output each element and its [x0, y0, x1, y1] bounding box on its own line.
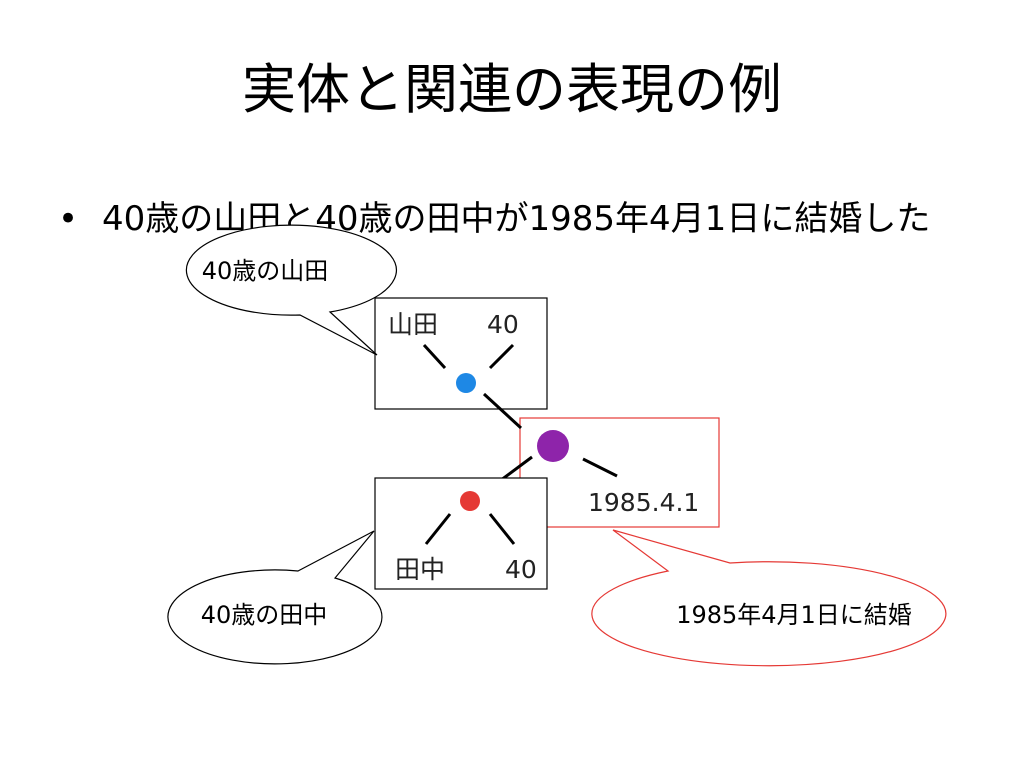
entity-node-tanaka: [460, 491, 480, 511]
callout-yamada-bubble: [185, 224, 397, 356]
callout-marriage-text: 1985年4月1日に結婚: [676, 601, 912, 629]
label-yamada-age: 40: [487, 310, 519, 339]
label-tanaka-age: 40: [505, 555, 537, 584]
callout-tanaka-text: 40歳の田中: [201, 601, 328, 629]
label-yamada-name: 山田: [388, 310, 438, 339]
callout-tanaka-bubble: [167, 530, 383, 665]
edge-yamada-name: [422, 343, 447, 370]
relation-node: [537, 430, 569, 462]
slide-title: 実体と関連の表現の例: [242, 58, 782, 121]
entity-box-tanaka: [374, 477, 548, 590]
edge-yamada-age: [488, 343, 515, 370]
edge-yamada-relation: [482, 392, 523, 430]
callout-yamada-text: 40歳の山田: [202, 257, 329, 285]
entity-node-yamada: [456, 373, 476, 393]
callout-marriage-bubble: [591, 529, 947, 667]
edge-tanaka-name: [424, 513, 452, 545]
label-tanaka-name: 田中: [395, 555, 445, 584]
relation-box: [519, 417, 720, 528]
label-relation-date: 1985.4.1: [588, 488, 699, 517]
bullet-dot-icon: •: [58, 199, 79, 239]
edge-relation-date: [582, 457, 618, 478]
edge-tanaka-age: [488, 513, 516, 545]
